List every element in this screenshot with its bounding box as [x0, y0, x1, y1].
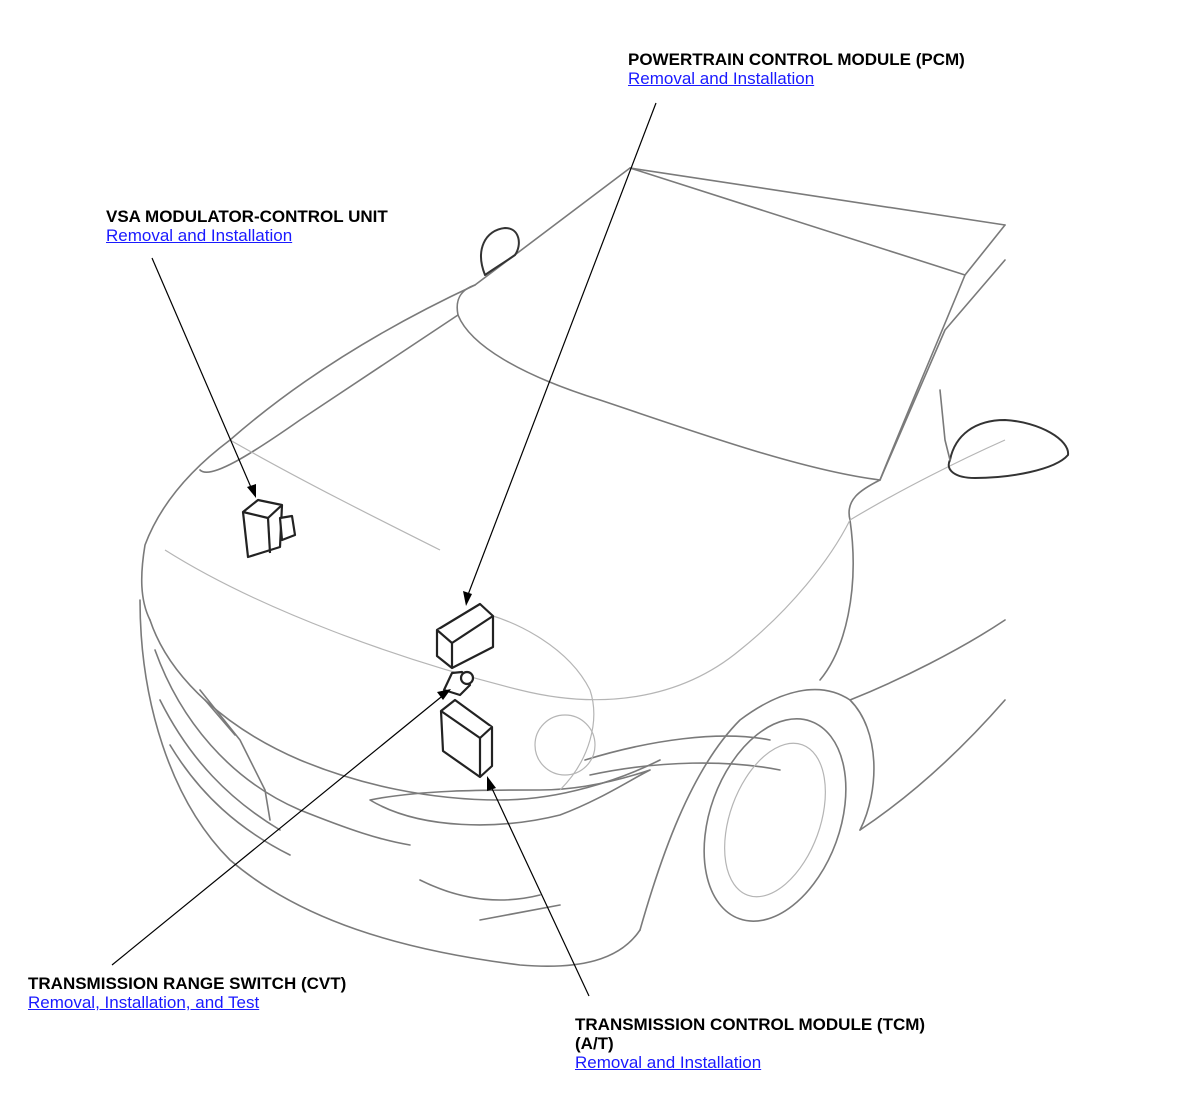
car-illustration [139, 167, 1070, 968]
callout-tcm: TRANSMISSION CONTROL MODULE (TCM) (A/T) … [575, 1015, 925, 1073]
callout-trs: TRANSMISSION RANGE SWITCH (CVT) Removal,… [28, 974, 346, 1013]
tcm-removal-link[interactable]: Removal and Installation [575, 1053, 762, 1072]
leader-trs [111, 689, 451, 966]
leader-vsa [151, 257, 256, 498]
trs-removal-test-link[interactable]: Removal, Installation, and Test [28, 993, 260, 1012]
tcm-title: TRANSMISSION CONTROL MODULE (TCM) [575, 1015, 926, 1034]
callout-vsa: VSA MODULATOR-CONTROL UNIT Removal and I… [106, 207, 388, 246]
tcm-title-at: (A/T) [575, 1034, 614, 1053]
leader-tcm [487, 776, 590, 997]
vsa-title: VSA MODULATOR-CONTROL UNIT [106, 207, 388, 226]
leader-pcm [463, 102, 657, 606]
pcm-title: POWERTRAIN CONTROL MODULE (PCM) [628, 50, 965, 69]
pcm-removal-link[interactable]: Removal and Installation [628, 69, 815, 88]
trs-title: TRANSMISSION RANGE SWITCH (CVT) [28, 974, 347, 993]
tcm-part [439, 698, 494, 779]
pcm-part [435, 602, 495, 670]
callout-pcm: POWERTRAIN CONTROL MODULE (PCM) Removal … [628, 50, 965, 89]
vsa-modulator-part [241, 498, 297, 559]
vsa-removal-link[interactable]: Removal and Installation [106, 226, 293, 245]
